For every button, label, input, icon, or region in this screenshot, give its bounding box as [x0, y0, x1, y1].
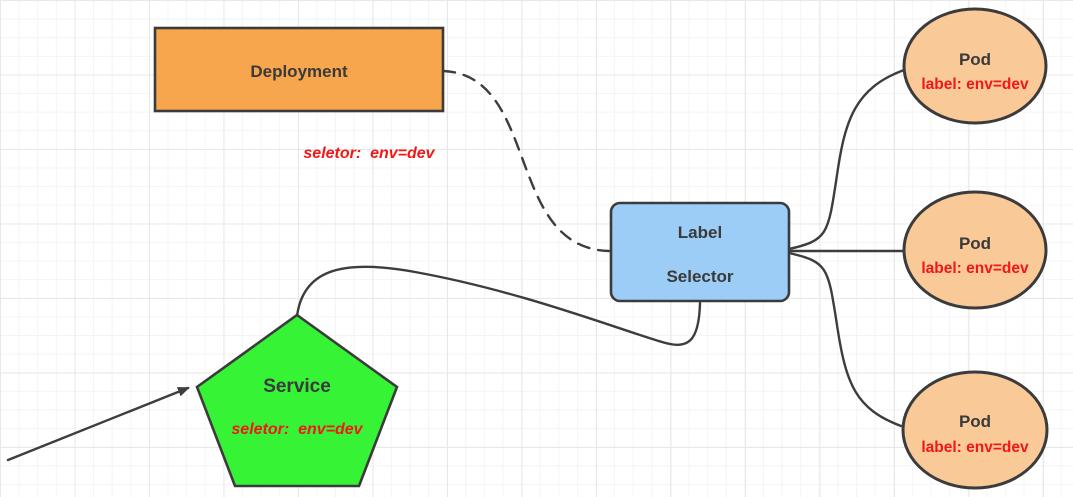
pod-node-top: Pod label: env=dev	[902, 7, 1048, 125]
pod-bottom-label: label: env=dev	[921, 439, 1029, 456]
pod-node-bottom: Pod label: env=dev	[901, 370, 1049, 490]
pod-top-name: Pod	[959, 50, 991, 69]
edge-selector-to-pod-top	[787, 68, 906, 251]
edge-selector-to-pod-bottom	[787, 251, 903, 428]
label-selector-rect	[609, 201, 791, 303]
arrow-into-service	[6, 386, 190, 462]
deployment-label: Deployment	[250, 62, 348, 81]
pod-middle-ellipse	[902, 190, 1048, 310]
label-selector-node: Label Selector	[609, 201, 791, 303]
pod-bottom-ellipse	[901, 370, 1049, 490]
pod-node-middle: Pod label: env=dev	[902, 190, 1048, 310]
pod-middle-name: Pod	[959, 234, 991, 253]
edge-deployment-to-selector	[441, 69, 611, 253]
edge-service-to-selector	[295, 265, 702, 346]
deployment-rect	[153, 26, 445, 113]
deployment-selector-note: seletor: env=dev	[303, 145, 435, 162]
pod-middle-label: label: env=dev	[921, 260, 1029, 277]
service-pentagon	[195, 313, 399, 488]
deployment-node: Deployment seletor: env=dev	[153, 26, 445, 162]
label-selector-line1: Label	[678, 223, 722, 242]
service-label: Service	[263, 376, 331, 397]
pod-bottom-name: Pod	[959, 412, 991, 431]
service-node: Service seletor: env=dev	[195, 313, 399, 488]
label-selector-line2: Selector	[666, 267, 733, 286]
pod-top-label: label: env=dev	[921, 76, 1029, 93]
service-selector-note: seletor: env=dev	[231, 421, 363, 438]
pod-top-ellipse	[902, 7, 1048, 125]
